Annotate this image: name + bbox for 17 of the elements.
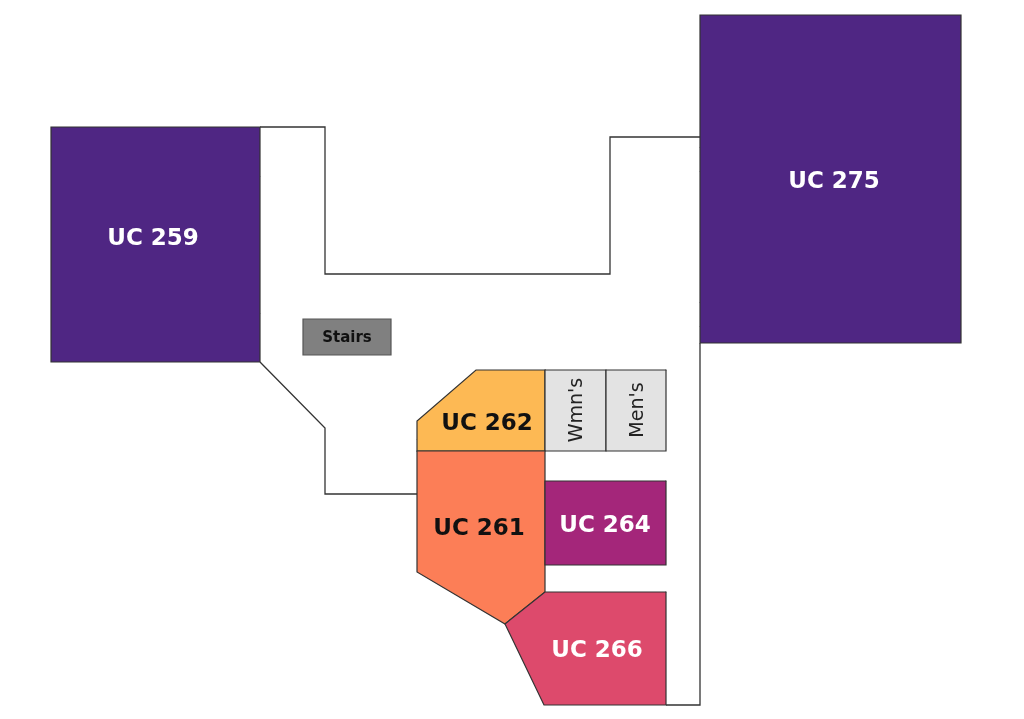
room-label: Stairs [322,328,372,346]
room-label: UC 264 [559,511,651,537]
room-area [700,15,961,343]
room-area [51,127,260,362]
restroom-area [545,370,606,451]
stairs-block [303,319,391,355]
room-area [545,481,666,565]
room-label: UC 259 [107,224,199,250]
restroom-area [606,370,666,451]
room-label: UC 266 [551,636,643,662]
room-area [505,592,666,705]
room-label: Men's [625,382,647,438]
room-area [417,451,545,624]
room-label: UC 275 [788,167,880,193]
room-label: UC 261 [433,514,525,540]
room-label: UC 262 [441,409,533,435]
room-label: Wmn's [564,377,586,443]
